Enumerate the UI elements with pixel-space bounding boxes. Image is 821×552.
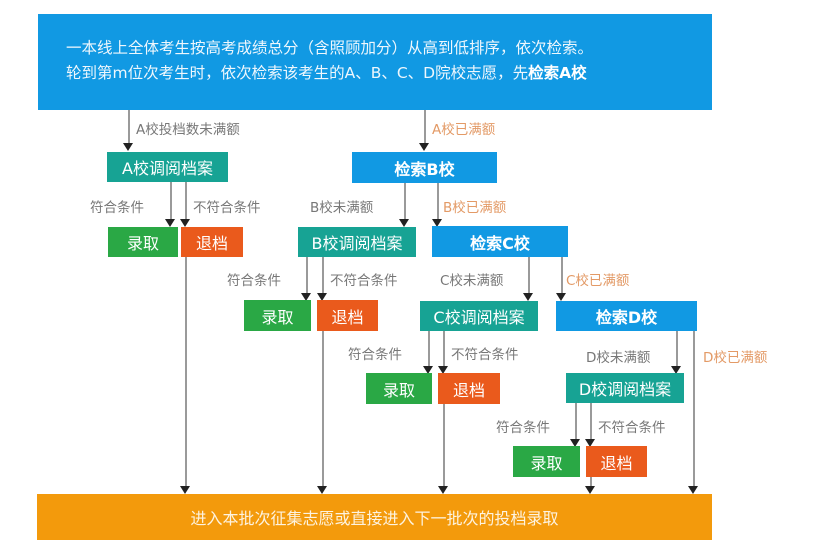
arrow-down-icon bbox=[317, 293, 327, 301]
connector-line bbox=[185, 182, 187, 221]
search-b-box: 检索B校 bbox=[352, 152, 497, 183]
intro-line-1: 一本线上全体考生按高考成绩总分（含照顾加分）从高到低排序，依次检索。 bbox=[66, 39, 594, 57]
arrow-down-icon bbox=[671, 366, 681, 374]
arrow-down-icon bbox=[317, 486, 327, 494]
arrow-down-icon bbox=[423, 366, 433, 374]
arrow-down-icon bbox=[432, 219, 442, 227]
intro-box: 一本线上全体考生按高考成绩总分（含照顾加分）从高到低排序，依次检索。 轮到第m位… bbox=[38, 14, 712, 110]
d-review-box: D校调阅档案 bbox=[566, 373, 684, 403]
arrow-down-icon bbox=[301, 293, 311, 301]
search-d-box: 检索D校 bbox=[556, 301, 697, 331]
connector-line bbox=[693, 331, 695, 487]
arrow-down-icon bbox=[585, 439, 595, 447]
connector-line bbox=[561, 257, 563, 295]
d-reject-box: 退档 bbox=[586, 446, 647, 477]
c-meets-label: 符合条件 bbox=[348, 347, 402, 363]
connector-line bbox=[590, 403, 592, 441]
c-not-full-label: C校未满额 bbox=[440, 273, 504, 289]
arrow-down-icon bbox=[438, 486, 448, 494]
a-not-meets-label: 不符合条件 bbox=[193, 200, 261, 216]
arrow-down-icon bbox=[438, 366, 448, 374]
d-admit-box: 录取 bbox=[513, 446, 580, 477]
connector-line bbox=[528, 257, 530, 295]
a-admit-box: 录取 bbox=[108, 227, 178, 257]
connector-line bbox=[424, 110, 426, 146]
intro-line-2: 轮到第m位次考生时，依次检索该考生的A、B、C、D院校志愿，先检索A校 bbox=[66, 64, 587, 82]
connector-line bbox=[404, 183, 406, 221]
connector-line bbox=[322, 331, 324, 487]
arrow-down-icon bbox=[123, 143, 133, 151]
connector-line bbox=[575, 403, 577, 441]
c-review-box: C校调阅档案 bbox=[420, 301, 538, 331]
arrow-down-icon bbox=[180, 219, 190, 227]
arrow-down-icon bbox=[165, 219, 175, 227]
d-meets-label: 符合条件 bbox=[496, 420, 550, 436]
c-admit-box: 录取 bbox=[366, 373, 432, 404]
c-full-label: C校已满额 bbox=[566, 273, 630, 289]
arrow-down-icon bbox=[688, 486, 698, 494]
b-admit-box: 录取 bbox=[244, 300, 311, 331]
a-full-label: A校已满额 bbox=[432, 122, 496, 138]
c-not-meets-label: 不符合条件 bbox=[451, 347, 519, 363]
connector-line bbox=[437, 183, 439, 221]
d-not-full-label: D校未满额 bbox=[586, 350, 651, 366]
b-full-label: B校已满额 bbox=[443, 200, 507, 216]
search-a-text: 检索A校 bbox=[528, 64, 587, 82]
arrow-down-icon bbox=[419, 143, 429, 151]
connector-line bbox=[443, 404, 445, 487]
b-not-meets-label: 不符合条件 bbox=[330, 273, 398, 289]
connector-line bbox=[170, 182, 172, 221]
connector-line bbox=[322, 257, 324, 295]
connector-line bbox=[428, 331, 430, 368]
c-reject-box: 退档 bbox=[438, 373, 500, 404]
arrow-down-icon bbox=[523, 293, 533, 301]
a-meets-label: 符合条件 bbox=[90, 200, 144, 216]
b-reject-box: 退档 bbox=[317, 300, 378, 331]
connector-line bbox=[185, 257, 187, 487]
final-box: 进入本批次征集志愿或直接进入下一批次的投档录取 bbox=[37, 494, 712, 540]
search-c-box: 检索C校 bbox=[432, 226, 568, 257]
b-review-box: B校调阅档案 bbox=[298, 227, 416, 257]
d-full-label: D校已满额 bbox=[703, 350, 768, 366]
d-not-meets-label: 不符合条件 bbox=[598, 420, 666, 436]
arrow-down-icon bbox=[556, 293, 566, 301]
a-review-box: A校调阅档案 bbox=[107, 152, 228, 182]
b-meets-label: 符合条件 bbox=[227, 273, 281, 289]
arrow-down-icon bbox=[570, 439, 580, 447]
connector-line bbox=[128, 110, 130, 146]
connector-line bbox=[443, 331, 445, 368]
arrow-down-icon bbox=[585, 486, 595, 494]
a-reject-box: 退档 bbox=[181, 227, 243, 257]
arrow-down-icon bbox=[180, 486, 190, 494]
connector-line bbox=[590, 477, 592, 487]
connector-line bbox=[306, 257, 308, 295]
a-not-full-label: A校投档数未满额 bbox=[136, 122, 240, 138]
b-not-full-label: B校未满额 bbox=[310, 200, 374, 216]
connector-line bbox=[676, 331, 678, 368]
arrow-down-icon bbox=[399, 219, 409, 227]
